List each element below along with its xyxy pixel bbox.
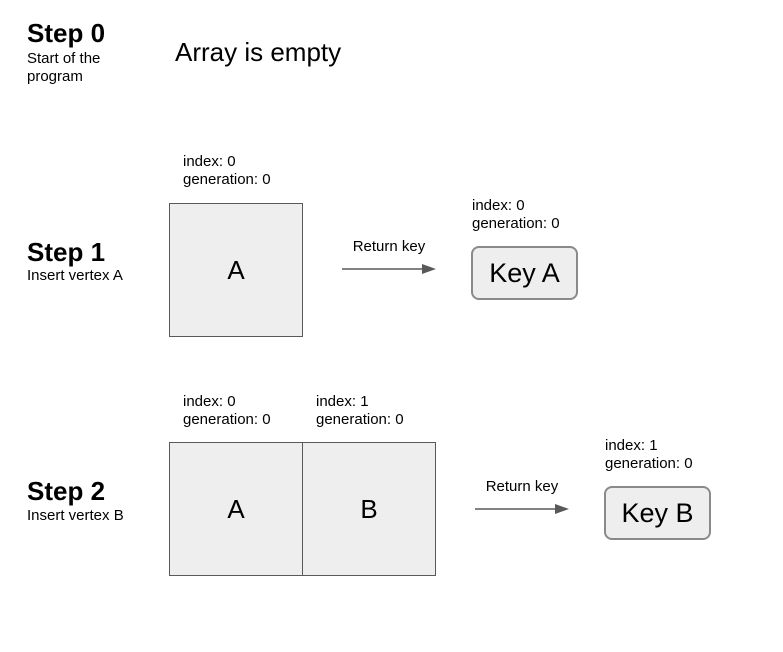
array-empty-message: Array is empty bbox=[175, 37, 342, 67]
step1-array-cell-a: A bbox=[169, 203, 303, 337]
step1-arrow-label: Return key bbox=[352, 238, 426, 255]
step2-cell-a-generation: generation: 0 bbox=[183, 411, 271, 428]
step1-cell-a-index: index: 0 bbox=[183, 153, 236, 170]
step2-arrow-label: Return key bbox=[485, 478, 559, 495]
step0-title: Step 0 bbox=[27, 18, 106, 48]
step2-subtitle: Insert vertex B bbox=[27, 507, 124, 524]
step2-return-arrow bbox=[475, 504, 569, 514]
step1-return-arrow bbox=[342, 264, 436, 274]
step0-subtitle: Start of the program bbox=[27, 50, 101, 85]
step2-key-b: Key B bbox=[604, 486, 711, 540]
step1-title: Step 1 bbox=[27, 237, 106, 267]
step1-subtitle: Insert vertex A bbox=[27, 267, 123, 284]
step2-array-cell-a: A bbox=[169, 442, 303, 576]
step1-key-generation: generation: 0 bbox=[472, 215, 560, 232]
step2-key-index: index: 1 bbox=[605, 437, 658, 454]
step2-cell-b-generation: generation: 0 bbox=[316, 411, 404, 428]
step2-title: Step 2 bbox=[27, 476, 106, 506]
step1-key-index: index: 0 bbox=[472, 197, 525, 214]
step2-array-cell-b: B bbox=[302, 442, 436, 576]
step2-key-generation: generation: 0 bbox=[605, 455, 693, 472]
step2-cell-a-index: index: 0 bbox=[183, 393, 236, 410]
step1-key-a: Key A bbox=[471, 246, 578, 300]
step2-cell-b-index: index: 1 bbox=[316, 393, 369, 410]
step1-cell-a-generation: generation: 0 bbox=[183, 171, 271, 188]
